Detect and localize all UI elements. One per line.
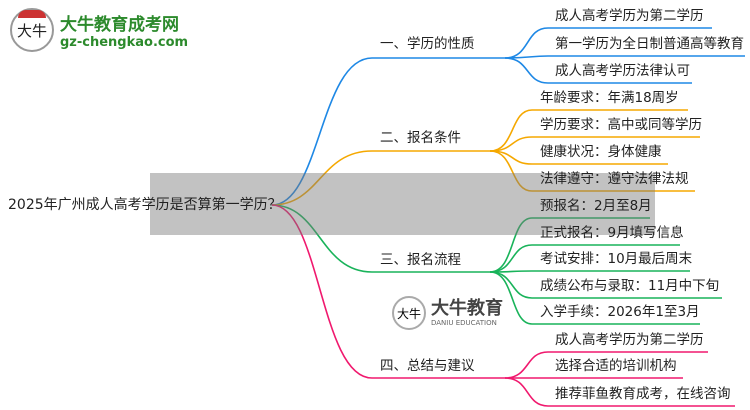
branch-4-lines [271,204,735,407]
branch-node-2[interactable]: 二、报名条件 [380,130,461,146]
gray-overlay [150,173,655,235]
watermark-en: DANIU EDUCATION [431,318,497,327]
site-logo[interactable]: 大牛 大牛教育成考网 gz-chengkao.com [10,8,188,52]
branch-1-lines [271,27,745,206]
leaf-node[interactable]: 成人高考学历法律认可 [555,63,690,79]
watermark-logo: 大牛 大牛教育 DANIU EDUCATION [392,296,503,330]
branch-node-4[interactable]: 四、总结与建议 [380,358,475,374]
branch-node-1[interactable]: 一、学历的性质 [380,36,475,52]
leaf-node[interactable]: 推荐菲鱼教育成考，在线咨询 [555,386,731,402]
leaf-node[interactable]: 成绩公布与录取：11月中下旬 [540,278,720,294]
leaf-node[interactable]: 成人高考学历为第二学历 [555,332,704,348]
leaf-node[interactable]: 正式报名：9月填写信息 [540,225,684,241]
leaf-node[interactable]: 健康状况：身体健康 [540,144,662,160]
leaf-node[interactable]: 成人高考学历为第二学历 [555,8,704,24]
leaf-node[interactable]: 第一学历为全日制普通高等教育 [555,36,744,52]
root-node[interactable]: 2025年广州成人高考学历是否算第一学历？ [8,197,282,213]
leaf-node[interactable]: 年龄要求：年满18周岁 [540,90,679,106]
logo-mark: 大牛 [10,8,54,52]
leaf-node[interactable]: 考试安排：10月最后周末 [540,251,693,267]
leaf-node[interactable]: 入学手续：2026年1至3月 [540,304,700,320]
watermark-name: 大牛教育 [431,297,503,319]
logo-url: gz-chengkao.com [60,35,189,50]
watermark-mark: 大牛 [392,296,426,330]
branch-node-3[interactable]: 三、报名流程 [380,252,461,268]
leaf-node[interactable]: 预报名：2月至8月 [540,198,652,214]
branch-3-lines [271,204,722,325]
logo-name: 大牛教育成考网 [60,15,179,35]
leaf-node[interactable]: 学历要求：高中或同等学历 [540,117,702,133]
leaf-node[interactable]: 选择合适的培训机构 [555,358,677,374]
branch-2-lines [271,109,700,206]
leaf-node[interactable]: 法律遵守：遵守法律法规 [540,171,689,187]
